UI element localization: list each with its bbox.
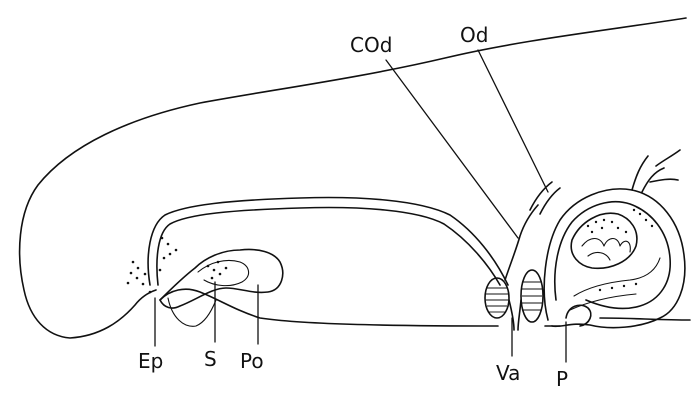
pore-dots bbox=[126, 236, 228, 294]
posterior-organ-outer bbox=[543, 188, 686, 329]
ventral-line bbox=[159, 288, 499, 327]
genital-duct-inner bbox=[156, 206, 501, 286]
posterior-organ-inner bbox=[553, 200, 671, 310]
anterior-tube bbox=[167, 297, 217, 327]
label-p: P bbox=[556, 367, 568, 391]
oviduct-tube bbox=[529, 181, 561, 215]
posterior-lobe-chambers bbox=[581, 237, 631, 261]
posterior-dots bbox=[586, 208, 654, 292]
posterior-lobe bbox=[570, 212, 638, 270]
anterior-gland bbox=[159, 248, 284, 309]
label-po: Po bbox=[240, 349, 264, 373]
leader-cod bbox=[385, 59, 519, 239]
label-cod: COd bbox=[350, 33, 392, 57]
leader-od bbox=[477, 49, 549, 193]
label-va: Va bbox=[496, 361, 520, 385]
label-s: S bbox=[204, 347, 217, 371]
posterior-pore-loop bbox=[565, 304, 592, 327]
label-ep: Ep bbox=[138, 349, 163, 373]
body-outline bbox=[18, 17, 687, 339]
anterior-gland-inner bbox=[197, 259, 250, 287]
common-oviduct bbox=[504, 204, 539, 281]
genital-duct-outer bbox=[147, 196, 509, 286]
posterior-lower-coil bbox=[569, 257, 661, 311]
label-od: Od bbox=[460, 23, 488, 47]
dorsal-vessels bbox=[631, 149, 681, 193]
vaginal-sphincter bbox=[484, 269, 544, 331]
